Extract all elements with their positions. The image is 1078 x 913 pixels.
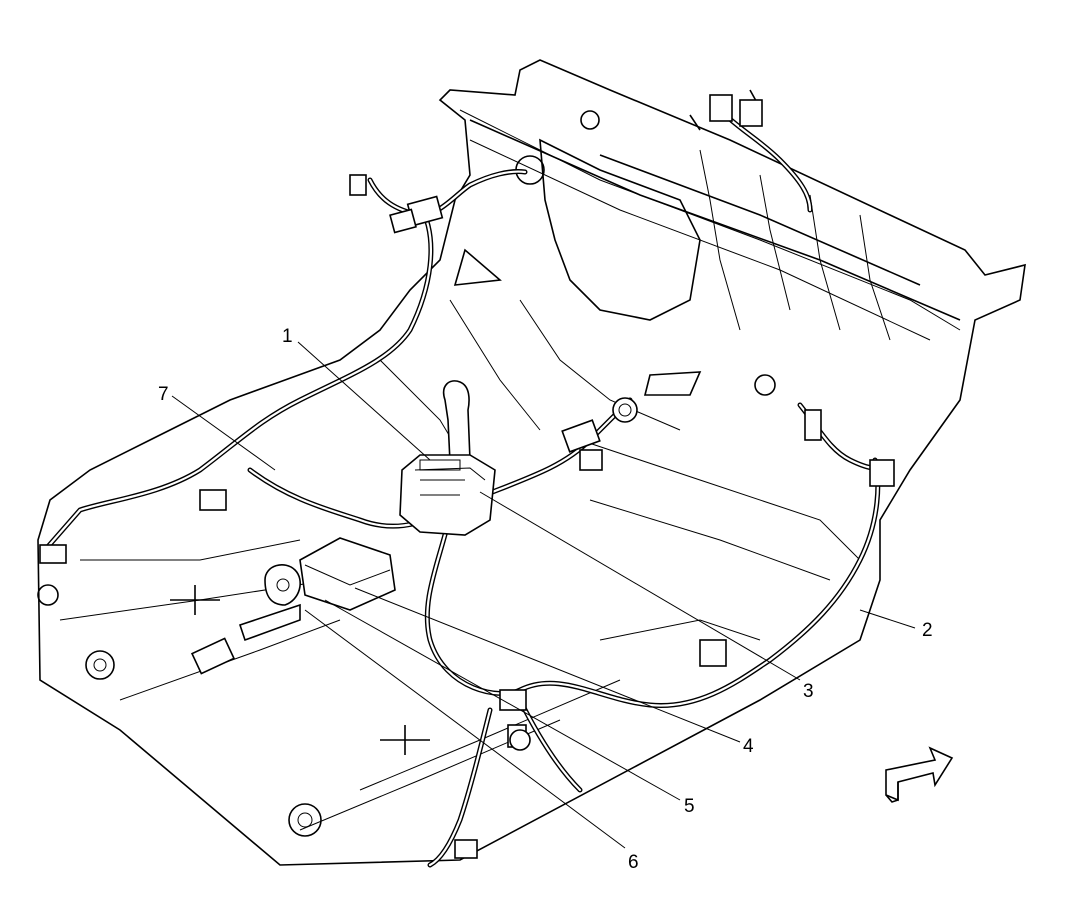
- callout-2: 2: [922, 620, 933, 641]
- callout-5: 5: [684, 796, 695, 817]
- connectors: [39, 94, 895, 859]
- callout-7: 7: [158, 384, 169, 405]
- callout-4: 4: [743, 736, 754, 757]
- callout-1: 1: [282, 326, 293, 347]
- control-module: [238, 537, 396, 642]
- leader-line-4: [354, 587, 741, 743]
- callout-labels: 1 2 3 4 5 6 7: [158, 326, 933, 873]
- leader-line-7: [171, 395, 276, 471]
- callout-3: 3: [803, 681, 814, 702]
- leader-line-1: [297, 341, 431, 461]
- leader-line-3: [479, 491, 801, 681]
- floor-pan: [37, 59, 1026, 866]
- leader-line-2: [859, 609, 916, 629]
- leader-line-5: [324, 599, 681, 801]
- callout-6: 6: [628, 852, 639, 873]
- leader-line-6: [304, 609, 626, 849]
- shifter-assembly: [399, 380, 496, 536]
- forward-direction-arrow-icon: [885, 746, 954, 803]
- leader-lines: [171, 341, 916, 849]
